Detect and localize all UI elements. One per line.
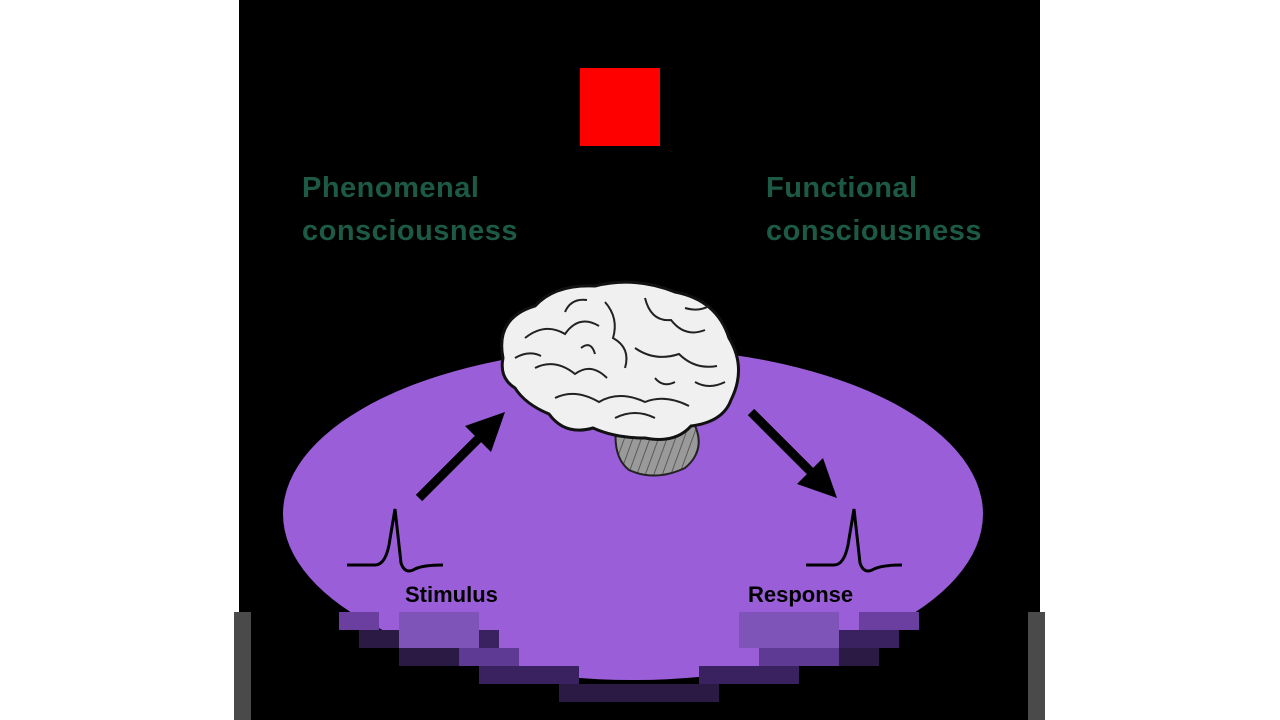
response-label: Response bbox=[748, 582, 854, 607]
stimulus-label: Stimulus bbox=[405, 582, 498, 607]
spike-waveform-icon bbox=[806, 508, 903, 573]
red-square bbox=[580, 68, 660, 146]
functional-label-line2: consciousness bbox=[766, 215, 983, 247]
right-frame-bar bbox=[1028, 612, 1045, 720]
functional-label-line1: Functional bbox=[766, 172, 918, 204]
phenomenal-consciousness-label: Phenomenal consciousness bbox=[302, 167, 518, 253]
phenomenal-label-line2: consciousness bbox=[302, 215, 519, 247]
spike-waveform-icon bbox=[347, 508, 444, 573]
pixelated-region bbox=[339, 612, 919, 702]
phenomenal-label-line1: Phenomenal bbox=[302, 172, 480, 204]
functional-consciousness-label: Functional consciousness bbox=[766, 167, 982, 253]
arrow-from-brain bbox=[747, 408, 837, 498]
brain-icon bbox=[500, 280, 741, 477]
left-frame-bar bbox=[234, 612, 251, 720]
arrow-to-brain bbox=[415, 412, 505, 502]
diagram-canvas: Phenomenal consciousness Functional cons… bbox=[239, 0, 1040, 720]
